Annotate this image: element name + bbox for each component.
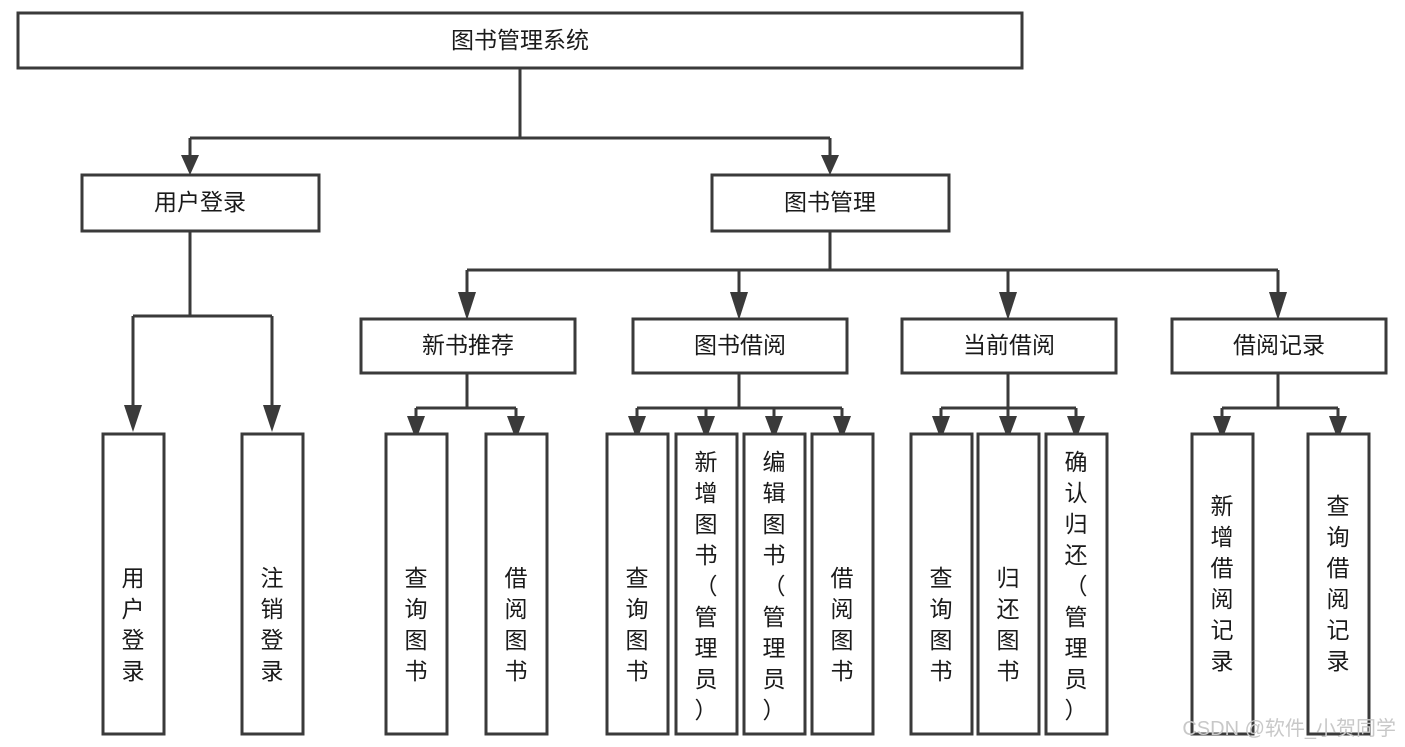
node-user-login[interactable]: 用户登录 bbox=[80, 173, 321, 233]
node-leaf-add-record-label: 新增借阅记录 bbox=[1211, 493, 1234, 674]
arrowhead-leaf-add-book bbox=[697, 416, 715, 440]
node-current-borrow-box[interactable] bbox=[900, 317, 1118, 375]
node-current-borrow[interactable]: 当前借阅 bbox=[900, 317, 1118, 375]
node-leaf-add-book[interactable]: 新增图书（管理员） bbox=[674, 432, 739, 736]
arrowhead-leaf-borrow-book-2 bbox=[833, 416, 851, 440]
node-leaf-query-record-box[interactable] bbox=[1306, 432, 1371, 736]
arrowhead-leaf-logout-login bbox=[263, 405, 281, 432]
arrowhead-leaf-add-record bbox=[1213, 416, 1231, 440]
node-borrow-record-box[interactable] bbox=[1170, 317, 1388, 375]
arrowhead-current-borrow bbox=[999, 292, 1017, 320]
node-leaf-edit-book-box[interactable] bbox=[742, 432, 807, 736]
node-leaf-borrow-book-2-label: 借阅图书 bbox=[831, 565, 854, 684]
node-book-borrow[interactable]: 图书借阅 bbox=[631, 317, 849, 375]
node-new-book-recommend[interactable]: 新书推荐 bbox=[359, 317, 577, 375]
arrowhead-borrow-record bbox=[1269, 292, 1287, 320]
arrowhead-leaf-query-book-2 bbox=[628, 416, 646, 440]
node-leaf-borrow-book-1-label: 借阅图书 bbox=[505, 565, 528, 684]
arrowhead-leaf-confirm-return bbox=[1067, 416, 1085, 440]
node-book-manage-box[interactable] bbox=[710, 173, 951, 233]
node-leaf-add-book-box[interactable] bbox=[674, 432, 739, 736]
node-root-box[interactable] bbox=[16, 11, 1024, 70]
node-leaf-user-login-label: 用户登录 bbox=[122, 565, 145, 684]
node-leaf-query-book-2-label: 查询图书 bbox=[626, 565, 649, 684]
node-book-borrow-box[interactable] bbox=[631, 317, 849, 375]
node-leaf-borrow-book-1[interactable]: 借阅图书 bbox=[484, 432, 549, 736]
node-leaf-query-book-2-box[interactable] bbox=[605, 432, 670, 736]
node-leaf-return-book-label: 归还图书 bbox=[997, 565, 1020, 684]
node-leaf-add-record-box[interactable] bbox=[1190, 432, 1255, 736]
connector-layer bbox=[124, 68, 1347, 440]
node-leaf-logout-login-box[interactable] bbox=[240, 432, 305, 736]
node-root-label: 图书管理系统 bbox=[451, 27, 589, 53]
node-leaf-query-book-2[interactable]: 查询图书 bbox=[605, 432, 670, 736]
node-leaf-confirm-return[interactable]: 确认归还（管理员） bbox=[1044, 432, 1109, 736]
node-leaf-query-record[interactable]: 查询借阅记录 bbox=[1306, 432, 1371, 736]
node-new-book-recommend-box[interactable] bbox=[359, 317, 577, 375]
node-leaf-borrow-book-2-box[interactable] bbox=[810, 432, 875, 736]
node-leaf-user-login-box[interactable] bbox=[101, 432, 166, 736]
node-borrow-record-label: 借阅记录 bbox=[1233, 332, 1325, 358]
node-book-manage[interactable]: 图书管理 bbox=[710, 173, 951, 233]
arrowhead-leaf-borrow-book-1 bbox=[507, 416, 525, 440]
node-user-login-label: 用户登录 bbox=[154, 189, 246, 215]
node-current-borrow-label: 当前借阅 bbox=[963, 332, 1055, 358]
csdn-watermark: CSDN @软件_小贺同学 bbox=[1182, 717, 1396, 740]
node-leaf-logout-login[interactable]: 注销登录 bbox=[240, 432, 305, 736]
arrowhead-leaf-query-book-1 bbox=[407, 416, 425, 440]
node-new-book-recommend-label: 新书推荐 bbox=[422, 332, 514, 358]
node-leaf-add-book-label: 新增图书（管理员） bbox=[695, 449, 718, 723]
node-leaf-add-record[interactable]: 新增借阅记录 bbox=[1190, 432, 1255, 736]
arrowhead-leaf-edit-book bbox=[765, 416, 783, 440]
arrowhead-new-book-recommend bbox=[458, 292, 476, 320]
node-leaf-query-book-3[interactable]: 查询图书 bbox=[909, 432, 974, 736]
node-leaf-return-book-box[interactable] bbox=[976, 432, 1041, 736]
arrowhead-user-login bbox=[181, 155, 199, 175]
node-leaf-borrow-book-2[interactable]: 借阅图书 bbox=[810, 432, 875, 736]
arrowhead-leaf-query-book-3 bbox=[932, 416, 950, 440]
node-leaf-return-book[interactable]: 归还图书 bbox=[976, 432, 1041, 736]
node-leaf-confirm-return-box[interactable] bbox=[1044, 432, 1109, 736]
arrowhead-leaf-return-book bbox=[999, 416, 1017, 440]
node-leaf-edit-book[interactable]: 编辑图书（管理员） bbox=[742, 432, 807, 736]
node-book-manage-label: 图书管理 bbox=[784, 189, 876, 215]
node-leaf-borrow-book-1-box[interactable] bbox=[484, 432, 549, 736]
node-leaf-query-book-1[interactable]: 查询图书 bbox=[384, 432, 449, 736]
node-leaf-query-book-1-label: 查询图书 bbox=[405, 565, 428, 684]
node-leaf-logout-login-label: 注销登录 bbox=[261, 565, 284, 684]
arrowhead-leaf-user-login bbox=[124, 405, 142, 432]
arrowhead-book-borrow bbox=[730, 292, 748, 320]
node-borrow-record[interactable]: 借阅记录 bbox=[1170, 317, 1388, 375]
node-root[interactable]: 图书管理系统 bbox=[16, 11, 1024, 70]
node-leaf-confirm-return-label: 确认归还（管理员） bbox=[1065, 449, 1088, 723]
arrowhead-book-manage bbox=[821, 155, 839, 175]
node-leaf-query-book-1-box[interactable] bbox=[384, 432, 449, 736]
arrowhead-leaf-query-record bbox=[1329, 416, 1347, 440]
node-leaf-query-book-3-box[interactable] bbox=[909, 432, 974, 736]
node-leaf-user-login[interactable]: 用户登录 bbox=[101, 432, 166, 736]
node-leaf-edit-book-label: 编辑图书（管理员） bbox=[763, 449, 786, 723]
node-leaf-query-record-label: 查询借阅记录 bbox=[1327, 493, 1350, 674]
node-book-borrow-label: 图书借阅 bbox=[694, 332, 786, 358]
node-leaf-query-book-3-label: 查询图书 bbox=[930, 565, 953, 684]
node-user-login-box[interactable] bbox=[80, 173, 321, 233]
